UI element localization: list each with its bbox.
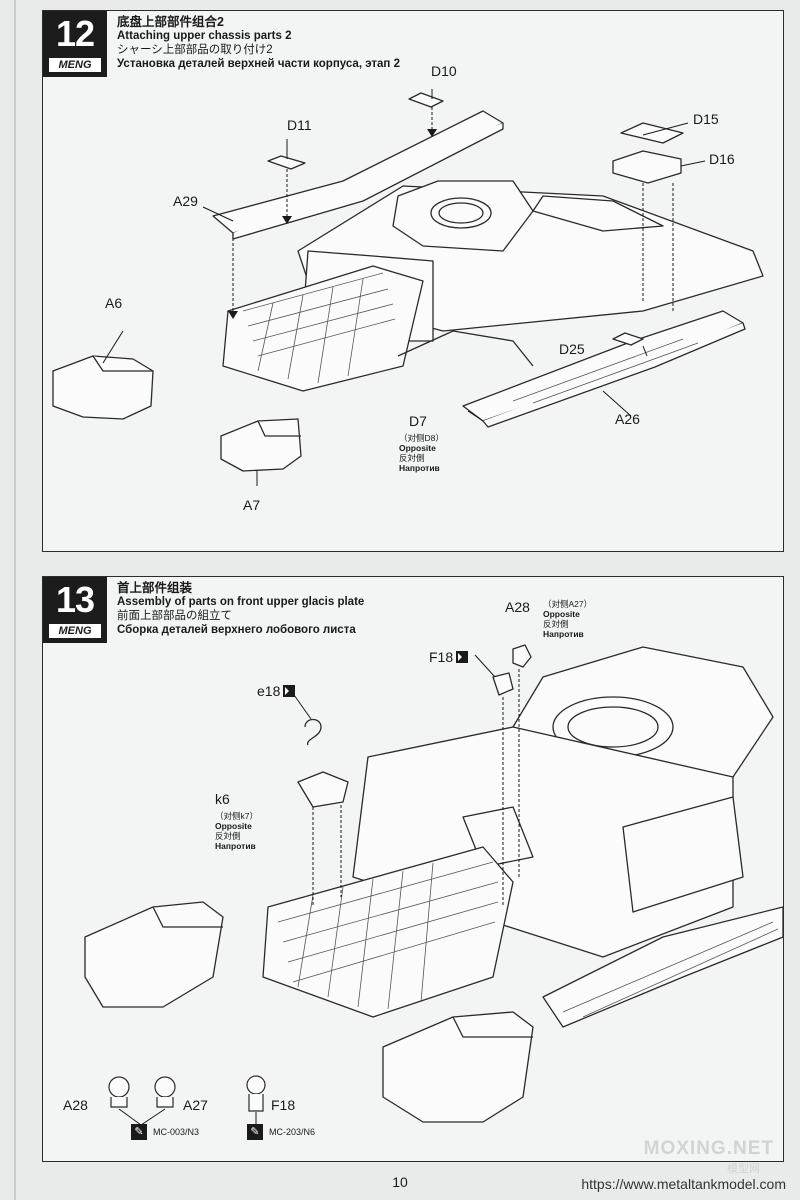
front-mudguard-right	[382, 1011, 534, 1123]
watermark-sub: 模型网	[727, 1163, 760, 1175]
paint-brush-icon: ✎	[247, 1124, 263, 1140]
d7-opposite-note: （对侧D8） Opposite 反対側 Напротив	[399, 433, 444, 473]
step-12-panel: 12 MENG 底盘上部部件组合2 Attaching upper chassi…	[42, 10, 784, 552]
label-a28: A28	[505, 599, 530, 615]
title-jp: シャーシ上部部品の取り付け2	[117, 44, 273, 56]
spare-track-glacis	[262, 846, 514, 1018]
mirror-pair-icon	[456, 651, 469, 663]
label-d7: D7	[409, 413, 427, 429]
icon-a27-small	[154, 1076, 176, 1098]
note-line: Напротив	[543, 629, 584, 639]
title-en: Assembly of parts on front upper glacis …	[117, 596, 365, 608]
label-d11: D11	[287, 117, 312, 133]
note-line: Opposite	[215, 821, 252, 831]
title-jp: 前面上部部品の組立て	[117, 610, 232, 622]
fender-strip-right	[462, 310, 744, 422]
note-line: 反対側	[543, 619, 569, 629]
title-ru: Сборка деталей верхнего лобового листа	[117, 624, 356, 636]
label-d10: D10	[431, 63, 457, 79]
part-e18	[304, 718, 322, 746]
glacis-assembly-diagram	[84, 644, 783, 1132]
part-d11	[267, 155, 306, 170]
label-a27-bottom: A27	[183, 1097, 208, 1113]
title-en: Attaching upper chassis parts 2	[117, 30, 292, 42]
page-edge	[14, 0, 16, 1200]
note-line: 反対側	[399, 453, 425, 463]
paint-code: MC-003/N3	[153, 1127, 200, 1137]
step-13-badge: 13 MENG	[43, 577, 107, 643]
k6-opposite-note: （对侧k7） Opposite 反対側 Напротив	[215, 811, 258, 851]
chassis-assembly-diagram	[52, 89, 764, 486]
title-cn: 首上部件组装	[117, 581, 193, 595]
part-d7-rod	[397, 330, 534, 367]
source-url: https://www.metaltankmodel.com	[581, 1176, 786, 1192]
step-number: 13	[55, 579, 95, 620]
stowage-box-right	[622, 796, 744, 913]
a28-opposite-note: （对侧A27） Opposite 反対側 Напротив	[543, 599, 592, 639]
paint-brush-icon: ✎	[131, 1124, 147, 1140]
label-e18: e18	[257, 683, 296, 699]
title-ru: Установка деталей верхней части корпуса,…	[117, 58, 400, 70]
note-line: （对侧D8）	[399, 433, 444, 443]
label-d25: D25	[559, 341, 585, 357]
label-a29: A29	[173, 193, 198, 209]
step-12-badge: 12 MENG	[43, 11, 107, 77]
title-cn: 底盘上部部件组合2	[117, 15, 224, 29]
part-d25	[612, 332, 644, 346]
part-a28	[512, 644, 532, 668]
icon-f18-small	[246, 1075, 266, 1095]
step-12-titles: 底盘上部部件组合2 Attaching upper chassis parts …	[117, 15, 400, 71]
step-13-titles: 首上部件组装 Assembly of parts on front upper …	[117, 581, 364, 637]
label-e18-text: e18	[257, 683, 281, 699]
step-number: 12	[55, 13, 95, 54]
label-k6: k6	[215, 791, 230, 807]
note-line: Opposite	[399, 443, 436, 453]
mirror-pair-icon	[283, 685, 296, 697]
meng-logo: MENG	[49, 58, 101, 72]
icon-a28-small	[108, 1076, 130, 1098]
track-strip-right	[542, 906, 783, 1028]
part-f18	[492, 672, 514, 696]
engine-grille	[532, 195, 664, 232]
paint-callout-2: ✎ MC-203/N6	[247, 1123, 315, 1141]
label-f18: F18	[429, 649, 469, 665]
label-d16: D16	[709, 151, 735, 167]
paint-code: MC-203/N6	[269, 1127, 316, 1137]
note-line: 反対側	[215, 831, 241, 841]
meng-logo: MENG	[49, 624, 101, 638]
part-k6	[297, 771, 349, 808]
page-number: 10	[392, 1174, 408, 1190]
step-13-panel: 13 MENG 首上部件组装 Assembly of parts on fron…	[42, 576, 784, 1162]
note-line: Напротив	[399, 463, 440, 473]
paint-callout-1: ✎ MC-003/N3	[131, 1123, 199, 1141]
label-a7: A7	[243, 497, 261, 513]
note-line: （对侧A27）	[543, 599, 593, 609]
note-line: Opposite	[543, 609, 580, 619]
label-a28-bottom: A28	[63, 1097, 88, 1113]
label-f18-text: F18	[429, 649, 454, 665]
label-d15: D15	[693, 111, 719, 127]
label-a26: A26	[615, 411, 640, 427]
spare-track-rack	[222, 265, 424, 392]
label-a6: A6	[105, 295, 123, 311]
watermark: MOXING.NET	[643, 1138, 774, 1159]
label-f18-bottom: F18	[271, 1097, 296, 1113]
front-mudguard-left	[84, 901, 224, 1008]
note-line: Напротив	[215, 841, 256, 851]
part-d16	[612, 150, 682, 184]
note-line: （对侧k7）	[215, 811, 258, 821]
part-d10	[408, 92, 444, 108]
